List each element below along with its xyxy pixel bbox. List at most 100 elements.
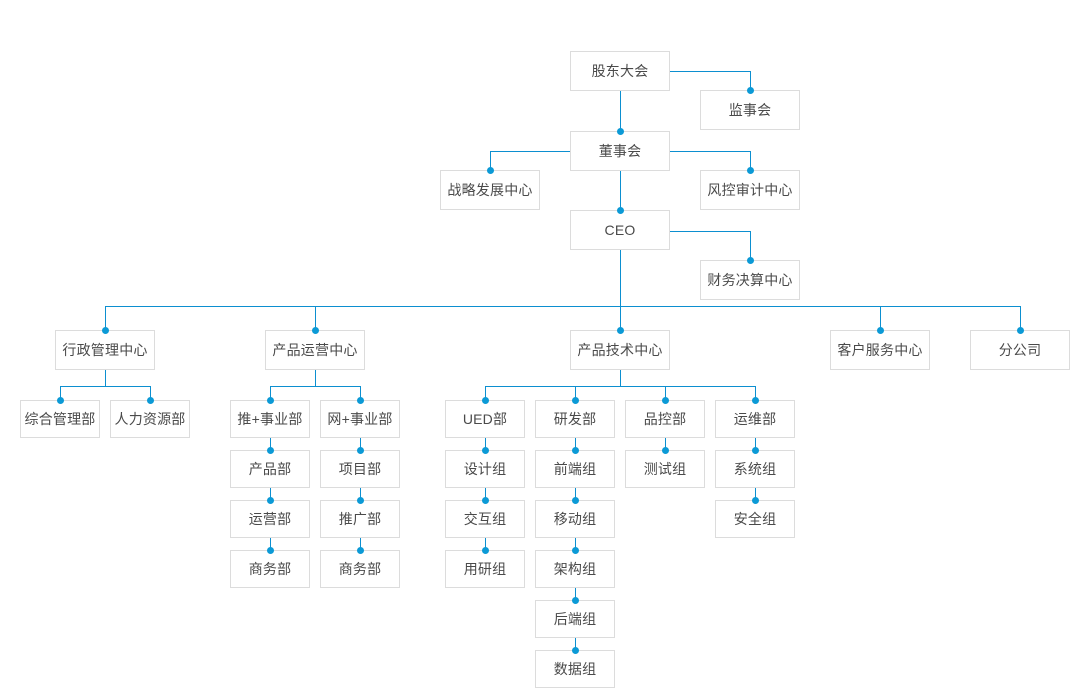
org-node-designgroup[interactable]: 设计组 xyxy=(445,450,525,488)
connector-line xyxy=(575,386,576,400)
connector-line xyxy=(620,91,621,131)
connector-line xyxy=(620,306,621,330)
connector-line xyxy=(490,151,570,152)
dot-operations xyxy=(267,497,274,504)
org-node-mobile[interactable]: 移动组 xyxy=(535,500,615,538)
org-node-business1[interactable]: 商务部 xyxy=(230,550,310,588)
connector-line xyxy=(575,588,576,600)
connector-line xyxy=(755,488,756,500)
org-node-devops[interactable]: 运维部 xyxy=(715,400,795,438)
dot-ceo xyxy=(617,207,624,214)
org-node-qa[interactable]: 品控部 xyxy=(625,400,705,438)
org-node-wangplus[interactable]: 网+事业部 xyxy=(320,400,400,438)
connector-line xyxy=(60,386,61,400)
org-node-ceo[interactable]: CEO xyxy=(570,210,670,250)
org-node-branch[interactable]: 分公司 xyxy=(970,330,1070,370)
connector-line xyxy=(485,438,486,450)
dot-wangplus xyxy=(357,397,364,404)
dot-designgroup xyxy=(482,447,489,454)
dot-customer xyxy=(877,327,884,334)
dot-branch xyxy=(1017,327,1024,334)
org-node-testgroup[interactable]: 测试组 xyxy=(625,450,705,488)
org-node-customer[interactable]: 客户服务中心 xyxy=(830,330,930,370)
org-node-frontend[interactable]: 前端组 xyxy=(535,450,615,488)
connector-line xyxy=(485,538,486,550)
dot-mobile xyxy=(572,497,579,504)
connector-line xyxy=(665,438,666,450)
connector-line xyxy=(360,488,361,500)
connector-line xyxy=(1020,306,1021,330)
dot-business2 xyxy=(357,547,364,554)
dot-userresearch xyxy=(482,547,489,554)
org-node-riskaudit[interactable]: 风控审计中心 xyxy=(700,170,800,210)
connector-line xyxy=(575,488,576,500)
connector-line xyxy=(270,386,271,400)
connector-line xyxy=(750,71,751,90)
org-node-prodtech[interactable]: 产品技术中心 xyxy=(570,330,670,370)
org-node-supervisors[interactable]: 监事会 xyxy=(700,90,800,130)
org-node-board[interactable]: 董事会 xyxy=(570,131,670,171)
dot-ued xyxy=(482,397,489,404)
org-node-admin[interactable]: 行政管理中心 xyxy=(55,330,155,370)
connector-line xyxy=(750,151,751,170)
connector-line xyxy=(750,231,751,260)
org-node-securitygroup[interactable]: 安全组 xyxy=(715,500,795,538)
dot-testgroup xyxy=(662,447,669,454)
org-node-interaction[interactable]: 交互组 xyxy=(445,500,525,538)
dot-securitygroup xyxy=(752,497,759,504)
dot-frontend xyxy=(572,447,579,454)
org-node-hr[interactable]: 人力资源部 xyxy=(110,400,190,438)
connector-line xyxy=(105,306,1020,307)
dot-product-dept xyxy=(267,447,274,454)
dot-rnd xyxy=(572,397,579,404)
org-node-tuiplus[interactable]: 推+事业部 xyxy=(230,400,310,438)
dot-admin xyxy=(102,327,109,334)
org-node-operations[interactable]: 运营部 xyxy=(230,500,310,538)
connector-line xyxy=(755,386,756,400)
dot-prodtech xyxy=(617,327,624,334)
connector-line xyxy=(575,638,576,650)
dot-backend xyxy=(572,597,579,604)
org-node-business2[interactable]: 商务部 xyxy=(320,550,400,588)
org-node-prodops[interactable]: 产品运营中心 xyxy=(265,330,365,370)
connector-line xyxy=(485,488,486,500)
dot-interaction xyxy=(482,497,489,504)
org-node-ued[interactable]: UED部 xyxy=(445,400,525,438)
dot-projectdept xyxy=(357,447,364,454)
dot-finance xyxy=(747,257,754,264)
org-node-backend[interactable]: 后端组 xyxy=(535,600,615,638)
dot-qa xyxy=(662,397,669,404)
org-node-promotion[interactable]: 推广部 xyxy=(320,500,400,538)
org-node-generalmgmt[interactable]: 综合管理部 xyxy=(20,400,100,438)
connector-line xyxy=(670,151,750,152)
connector-line xyxy=(315,370,316,386)
org-node-strategy[interactable]: 战略发展中心 xyxy=(440,170,540,210)
org-node-shareholders[interactable]: 股东大会 xyxy=(570,51,670,91)
org-node-rnd[interactable]: 研发部 xyxy=(535,400,615,438)
connector-line xyxy=(60,386,150,387)
connector-line xyxy=(670,231,750,232)
dot-riskaudit xyxy=(747,167,754,174)
connector-line xyxy=(485,386,755,387)
dot-promotion xyxy=(357,497,364,504)
connector-line xyxy=(670,71,750,72)
dot-generalmgmt xyxy=(57,397,64,404)
connector-line xyxy=(620,370,621,386)
org-node-datagroup[interactable]: 数据组 xyxy=(535,650,615,688)
connector-line xyxy=(270,386,360,387)
dot-strategy xyxy=(487,167,494,174)
dot-prodops xyxy=(312,327,319,334)
connector-line xyxy=(665,386,666,400)
connector-line xyxy=(270,538,271,550)
connector-line xyxy=(270,488,271,500)
org-node-userresearch[interactable]: 用研组 xyxy=(445,550,525,588)
connector-line xyxy=(620,250,621,306)
org-node-projectdept[interactable]: 项目部 xyxy=(320,450,400,488)
org-node-systemgroup[interactable]: 系统组 xyxy=(715,450,795,488)
org-node-architecture[interactable]: 架构组 xyxy=(535,550,615,588)
connector-line xyxy=(575,438,576,450)
connector-line xyxy=(105,370,106,386)
org-node-product-dept[interactable]: 产品部 xyxy=(230,450,310,488)
org-node-finance[interactable]: 财务决算中心 xyxy=(700,260,800,300)
